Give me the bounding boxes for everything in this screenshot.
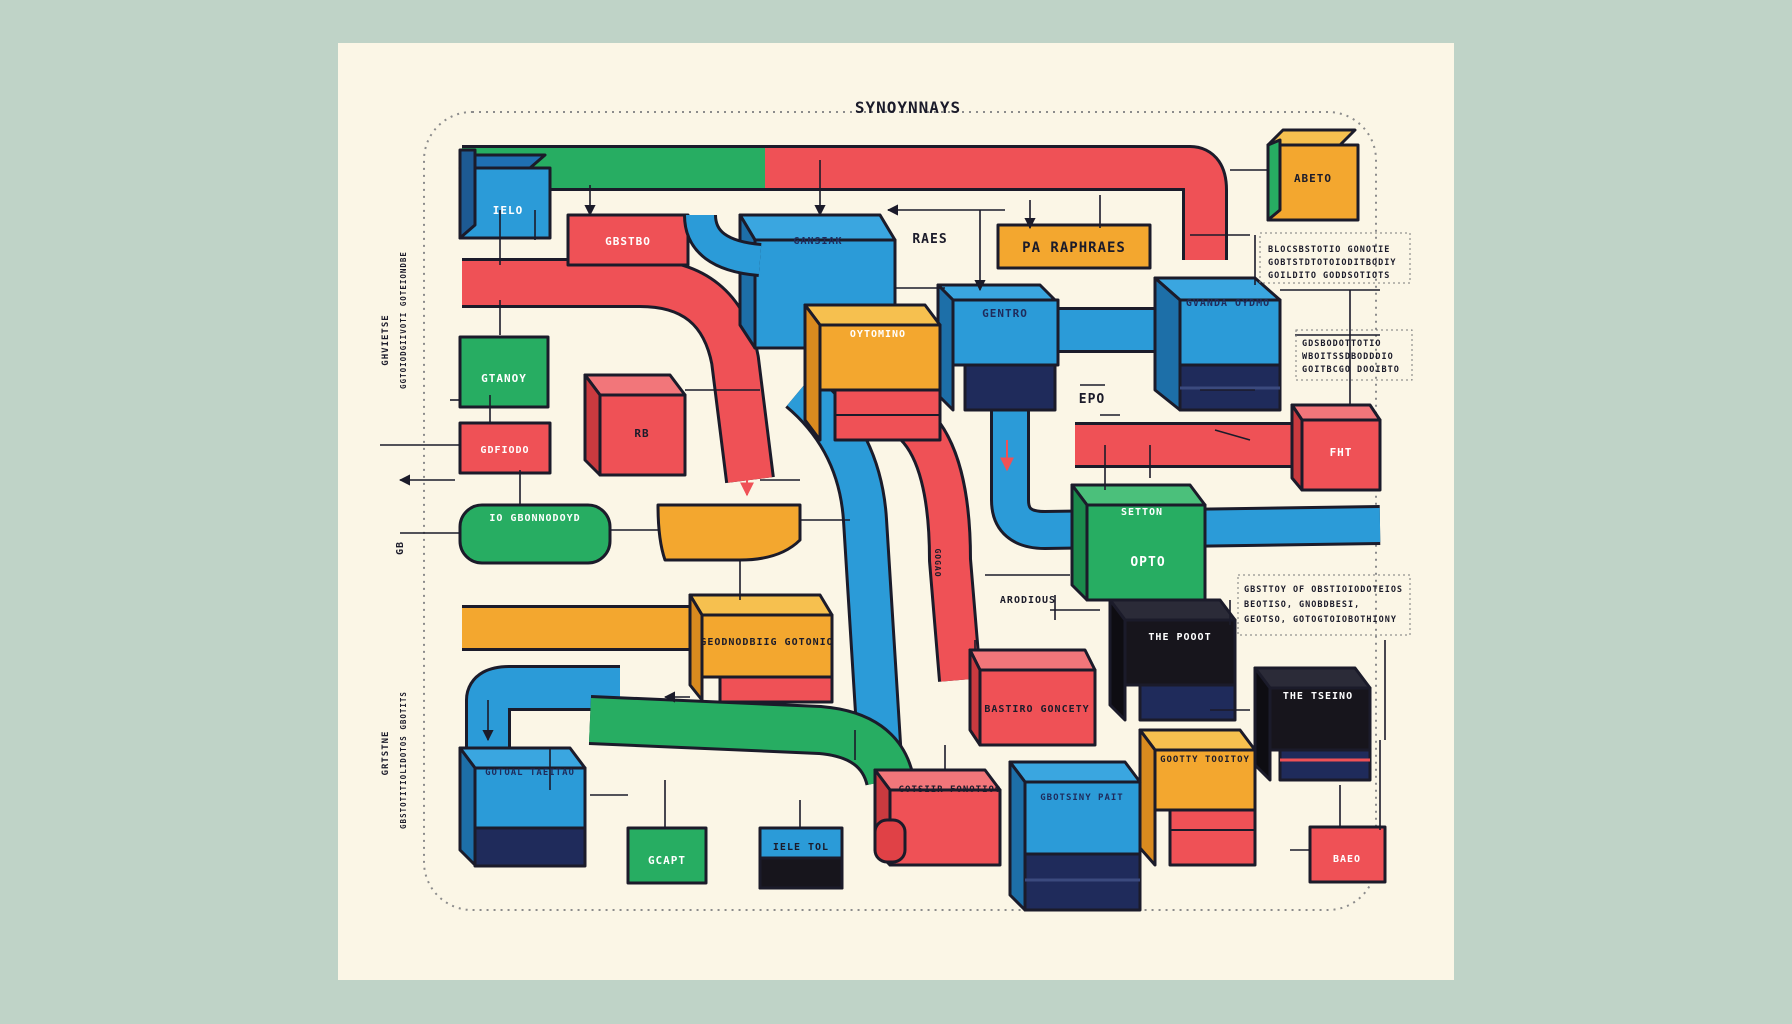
label-abeto: ABETO	[1294, 172, 1332, 185]
block-gbotsiny	[1008, 760, 1142, 912]
block-abeto	[1266, 128, 1360, 222]
block-iele-tol	[758, 826, 844, 890]
note-right-mid-1: GDSBODOTTOTIO	[1302, 339, 1382, 349]
label-setton: SETTON	[1121, 507, 1163, 518]
block-gbstbo	[566, 213, 690, 267]
note-right-low-3: GEOTSO, GOTOGTOIOBOTHIONY	[1244, 615, 1397, 625]
note-left-low-1: GRTSTNE	[381, 731, 391, 776]
label-gvanda-oydmo: GVANDA OYDMO	[1186, 298, 1270, 309]
label-pa-raphraes: PA RAPHRAES	[1022, 240, 1126, 256]
label-gogao: GOGAO	[933, 548, 942, 577]
block-gotoal	[458, 746, 587, 868]
label-epo: EPO	[1079, 392, 1105, 407]
note-right-top-2: GOBTSTDTOTOIODITBODIY	[1268, 258, 1396, 268]
note-right-mid-2: WBOITSSDBODDDIO	[1302, 352, 1394, 362]
label-io-gbonnodoyd: IO GBONNODOYD	[489, 513, 580, 524]
block-fht	[1290, 403, 1382, 492]
note-box-right-low	[1237, 574, 1411, 636]
block-setton	[1070, 483, 1207, 602]
label-gtanoy: GTANOY	[481, 372, 527, 385]
label-rb: RB	[634, 427, 649, 440]
label-opto: OPTO	[1130, 555, 1165, 570]
block-gentro	[936, 283, 1060, 412]
label-iele-tol: IELE TOL	[773, 842, 829, 853]
label-gotsiir: GOTSIIR FONOTIOO	[899, 785, 1002, 795]
block-the-pooot	[1108, 598, 1237, 722]
note-right-mid-3: GOITBCGO DOOIBTO	[1302, 365, 1400, 375]
label-gdfiodo: GDFIODO	[480, 445, 529, 456]
block-gvanda-oydmo	[1153, 276, 1282, 412]
block-the-tseino	[1253, 666, 1372, 782]
note-box-right-top	[1259, 232, 1411, 284]
note-right-top-3: GOILDITO GODDSOTIOTS	[1268, 271, 1390, 281]
block-io-gbonnodoyd	[458, 503, 612, 565]
connectors	[380, 160, 1386, 851]
note-right-low-2: BEOTISO, GNOBDBESI,	[1244, 600, 1360, 610]
block-orange-cradle	[656, 503, 802, 562]
label-baeo: BAEO	[1333, 854, 1361, 865]
note-left-low-2: GBSTOTITIOLIDOTOS GBOTITS	[399, 691, 408, 829]
block-geodnodbiig	[688, 593, 834, 704]
note-box-right-mid	[1295, 329, 1413, 381]
block-rb	[583, 373, 687, 477]
label-gb: GB	[395, 541, 406, 555]
block-gotsiir	[873, 768, 1002, 867]
note-right-low-1: GBSTTOY OF OBSTIOIODOTEIOS	[1244, 585, 1403, 595]
label-gotoal: GOTOAL TAEITAO	[485, 768, 575, 778]
note-left-top-2: GGTOIODGIIVOTI GOTEIONDBE	[399, 251, 408, 389]
block-ielo	[458, 148, 552, 240]
label-geodnodbiig: GEODNODBIIG GOTONIO	[700, 637, 833, 648]
label-ielo: IELO	[493, 204, 524, 217]
label-gbotsiny: GBOTSINY PAIT	[1040, 793, 1123, 803]
note-right-top-1: BLOCSBSTOTIO GONOTIE	[1268, 245, 1390, 255]
label-bastiro: BASTIRO GONCETY	[984, 704, 1089, 715]
note-left-top-1: GHVIETSE	[381, 314, 391, 365]
diagram-title: SYNOYNNAYS	[855, 98, 961, 117]
block-gtanoy	[458, 335, 550, 409]
label-gansiak: GANSIAK	[793, 236, 842, 247]
label-oytomino: OYTOMINO	[850, 329, 906, 340]
block-gdfiodo	[458, 421, 552, 475]
label-gcapt: GCAPT	[648, 854, 686, 867]
block-pa-raphraes	[996, 223, 1152, 270]
block-oytomino	[803, 303, 942, 442]
label-arodious: ARODIOUS	[1000, 595, 1056, 606]
label-gbstbo: GBSTBO	[605, 235, 651, 248]
block-gcapt	[626, 826, 708, 885]
block-gootty	[1138, 728, 1257, 867]
label-gootty: GOOTTY TOOITOY	[1160, 755, 1250, 765]
label-the-pooot: THE POOOT	[1148, 632, 1211, 643]
flow-arrows	[740, 440, 1014, 497]
labels: IELO GBSTBO GANSIAK RAES PA RAPHRAES ABE…	[395, 172, 1361, 867]
label-gentro: GENTRO	[982, 307, 1028, 320]
label-raes: RAES	[912, 232, 947, 247]
label-the-tseino: THE TSEINO	[1283, 691, 1353, 702]
blocks	[458, 128, 1387, 912]
block-bastiro	[968, 648, 1097, 747]
notes: BLOCSBSTOTIO GONOTIE GOBTSTDTOTOIODITBOD…	[381, 232, 1413, 829]
block-baeo	[1308, 825, 1387, 884]
label-fht: FHT	[1330, 446, 1353, 459]
